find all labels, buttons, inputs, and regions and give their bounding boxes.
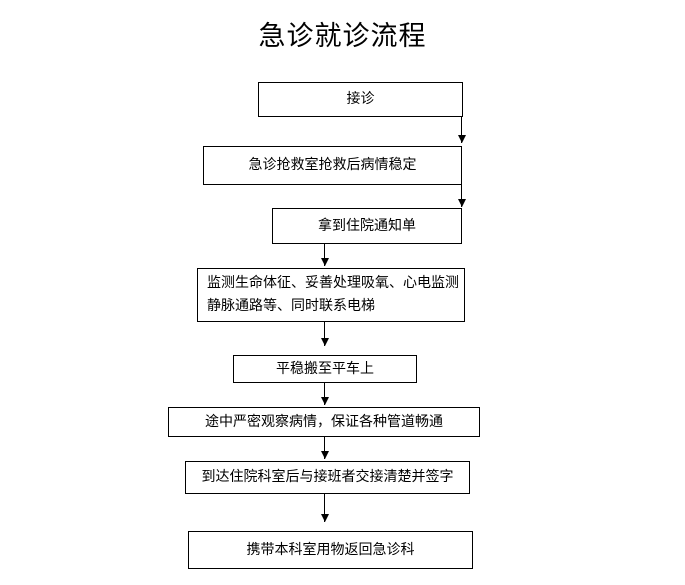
flow-node-7[interactable]: 到达住院科室后与接班者交接清楚并签字 [185,461,470,494]
flow-node-7-label: 到达住院科室后与接班者交接清楚并签字 [201,469,454,485]
flow-node-6[interactable]: 途中严密观察病情，保证各种管道畅通 [168,407,480,437]
flow-arrowhead-4-5 [321,338,329,346]
flow-node-2-label: 急诊抢救室抢救后病情稳定 [248,157,417,173]
flow-arrowhead-1-2 [458,135,466,143]
flow-node-4-line-1: 监测生命体征、妥善处理吸氧、心电监测 [207,275,459,291]
flow-connector-4-5 [324,322,325,346]
flow-connector-6-7 [324,437,325,459]
flow-arrowhead-3-4 [321,258,329,266]
flow-node-4-label: 监测生命体征、妥善处理吸氧、心电监测 静脉通路等、同时联系电梯 [207,272,459,318]
flow-node-2[interactable]: 急诊抢救室抢救后病情稳定 [203,146,462,185]
flow-node-1-label: 接诊 [346,91,375,107]
flow-arrowhead-6-7 [321,451,329,459]
flow-node-3[interactable]: 拿到住院通知单 [272,208,462,244]
flow-node-5-label: 平稳搬至平车上 [276,360,374,377]
flow-connector-1-2 [461,117,462,143]
flow-connector-3-4 [324,244,325,266]
flow-node-4-line-2: 静脉通路等、同时联系电梯 [207,298,375,314]
page-title: 急诊就诊流程 [258,21,427,52]
flow-node-5[interactable]: 平稳搬至平车上 [233,355,417,383]
flow-node-4[interactable]: 监测生命体征、妥善处理吸氧、心电监测 静脉通路等、同时联系电梯 [197,268,465,322]
flow-node-1[interactable]: 接诊 [258,82,463,117]
flow-node-8-label: 携带本科室用物返回急诊科 [246,541,415,558]
flow-node-8[interactable]: 携带本科室用物返回急诊科 [188,531,473,569]
flow-arrowhead-5-6 [321,397,329,405]
flow-connector-7-8 [324,494,325,522]
flow-arrowhead-2-3 [458,199,466,207]
flow-connector-2-3 [461,185,462,207]
flow-arrowhead-7-8 [321,514,329,522]
flow-node-3-label: 拿到住院通知单 [318,217,416,234]
flow-node-6-label: 途中严密观察病情，保证各种管道畅通 [205,413,443,430]
flow-connector-5-6 [324,383,325,405]
